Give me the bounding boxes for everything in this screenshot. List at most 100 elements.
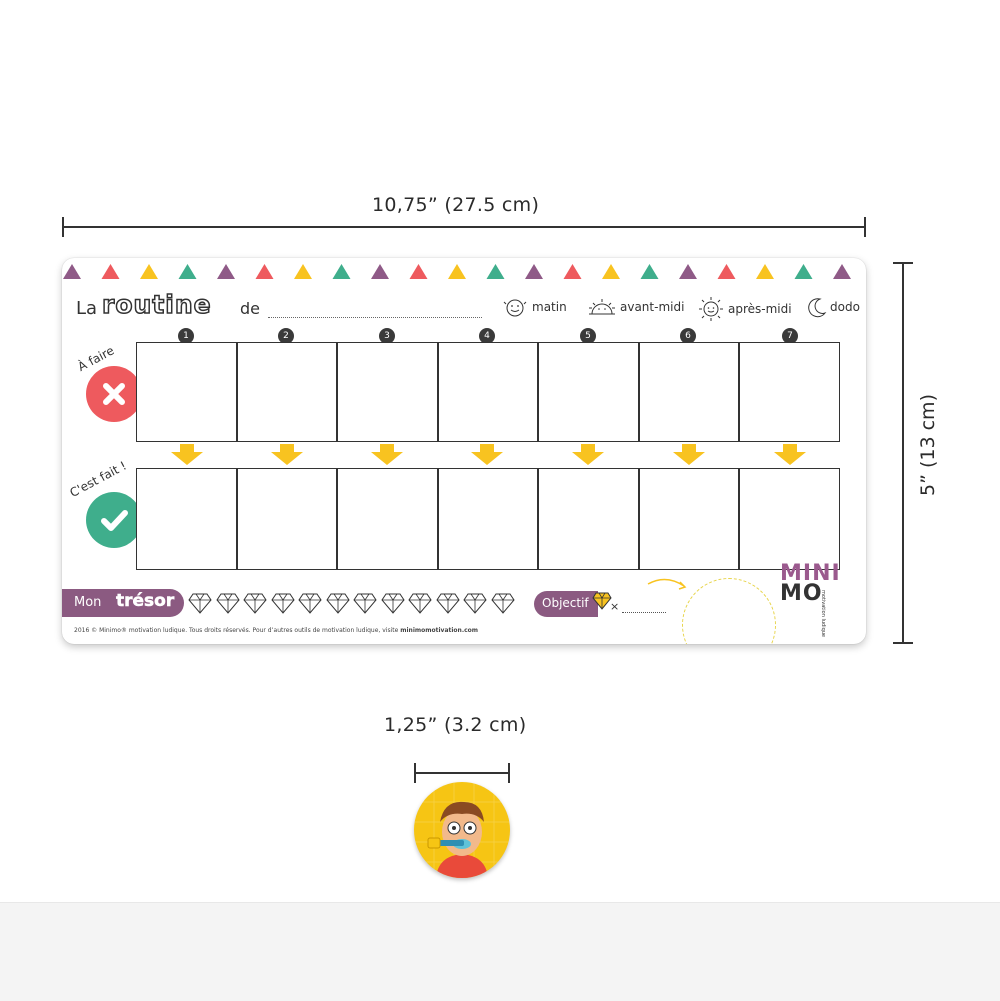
gem-outline-icon bbox=[490, 592, 515, 618]
down-arrow-icon bbox=[673, 444, 705, 465]
bunting-flag bbox=[756, 264, 774, 279]
down-arrow-icon bbox=[371, 444, 403, 465]
bunting-flag bbox=[794, 264, 813, 279]
tresor-main: trésor bbox=[116, 591, 175, 612]
bunting-flag bbox=[332, 264, 351, 279]
down-arrow-icon bbox=[471, 444, 503, 465]
gem-outline-icon bbox=[215, 592, 240, 618]
bunting-flag bbox=[409, 264, 428, 279]
cell-divider bbox=[336, 469, 338, 569]
cell-divider bbox=[738, 343, 740, 441]
todo-row bbox=[136, 342, 840, 442]
title-suffix: de bbox=[240, 299, 260, 318]
title-routine: routine bbox=[101, 289, 212, 320]
bunting-flag bbox=[563, 264, 582, 279]
footer-copyright: 2016 © Minimo® motivation ludique. Tous … bbox=[74, 627, 478, 634]
cell-divider bbox=[537, 343, 539, 441]
bunting-flag bbox=[640, 264, 659, 279]
todo-x-icon bbox=[86, 366, 142, 422]
done-check-icon bbox=[86, 492, 142, 548]
width-dimension-line bbox=[62, 217, 866, 237]
gem-outline-icon bbox=[380, 592, 405, 618]
title-prefix: La bbox=[76, 298, 98, 319]
gem-outline-icon bbox=[435, 592, 460, 618]
height-dimension-label: 5” (13 cm) bbox=[917, 394, 939, 496]
bunting-flag bbox=[63, 264, 81, 279]
cell-divider bbox=[437, 343, 439, 441]
rising-sun-icon bbox=[589, 299, 615, 315]
name-line bbox=[268, 317, 482, 318]
day-number: 6 bbox=[680, 328, 696, 344]
title-row: La routine de matin avant-midi après-mid… bbox=[76, 289, 860, 322]
tod-label: après-midi bbox=[728, 302, 792, 316]
gold-gem-icon bbox=[592, 592, 612, 610]
logo-top: MINI bbox=[780, 561, 841, 586]
bunting-flag bbox=[371, 264, 389, 279]
cell-divider bbox=[236, 469, 238, 569]
cell-divider bbox=[738, 469, 740, 569]
objectif-times: × bbox=[610, 600, 620, 613]
logo-bottom: MO bbox=[780, 581, 823, 606]
objectif-tag: Objectif bbox=[534, 591, 598, 617]
day-number: 4 bbox=[479, 328, 495, 344]
bunting-flag bbox=[833, 264, 851, 279]
height-dimension-line bbox=[893, 262, 913, 644]
day-number: 7 bbox=[782, 328, 798, 344]
bunting-flag bbox=[679, 264, 697, 279]
bunting-flag bbox=[140, 264, 158, 279]
bunting-flag bbox=[486, 264, 505, 279]
bunting-decoration bbox=[63, 264, 851, 279]
bunting-flag bbox=[101, 264, 120, 279]
cell-divider bbox=[236, 343, 238, 441]
magnet-dimension-label: 1,25” (3.2 cm) bbox=[384, 714, 527, 736]
bunting-flag bbox=[178, 264, 197, 279]
sun-icon bbox=[699, 297, 723, 321]
tod-apres-midi: après-midi bbox=[696, 296, 792, 322]
day-number: 2 bbox=[278, 328, 294, 344]
tod-label: dodo bbox=[830, 300, 860, 314]
day-number: 1 bbox=[178, 328, 194, 344]
bunting-flag bbox=[294, 264, 312, 279]
tod-label: matin bbox=[532, 300, 567, 314]
boy-brushing-teeth-magnet-icon bbox=[414, 782, 510, 878]
bunting-flag bbox=[602, 264, 620, 279]
cell-divider bbox=[638, 343, 640, 441]
objectif-label: Objectif bbox=[542, 596, 589, 610]
moon-icon bbox=[808, 298, 827, 318]
bunting-flag bbox=[255, 264, 274, 279]
gem-outline-icon bbox=[188, 592, 212, 618]
cell-divider bbox=[537, 469, 539, 569]
gem-outline-icon bbox=[325, 592, 350, 618]
cell-divider bbox=[638, 469, 640, 569]
tresor-prefix: Mon bbox=[74, 595, 102, 610]
down-arrow-icon bbox=[271, 444, 303, 465]
logo-sub: motivation ludique bbox=[820, 590, 826, 638]
footer-link: minimomotivation.com bbox=[400, 627, 479, 634]
gem-outline-icon bbox=[298, 592, 322, 618]
width-dimension-label: 10,75” (27.5 cm) bbox=[372, 194, 540, 216]
gem-outline-icon bbox=[463, 592, 487, 618]
tod-dodo: dodo bbox=[806, 296, 860, 318]
tod-label: avant-midi bbox=[620, 300, 685, 314]
gem-outline-icon bbox=[270, 592, 295, 618]
bottom-band bbox=[0, 902, 1000, 1001]
tod-matin: matin bbox=[500, 296, 567, 318]
gem-outline-icon bbox=[353, 592, 377, 618]
minimo-logo: MINI MO motivation ludique bbox=[780, 561, 844, 638]
tresor-tag: Mon trésor bbox=[62, 589, 184, 617]
down-arrow-icon bbox=[572, 444, 604, 465]
down-arrow-icon bbox=[774, 444, 806, 465]
bunting-flag bbox=[525, 264, 543, 279]
smile-icon bbox=[503, 299, 527, 317]
curved-arrow-icon bbox=[647, 578, 687, 590]
reward-circle bbox=[682, 578, 776, 644]
objectif-line bbox=[622, 612, 666, 613]
gem-outline-icon bbox=[408, 592, 432, 618]
cell-divider bbox=[336, 343, 338, 441]
down-arrow-icon bbox=[171, 444, 203, 465]
cell-divider bbox=[437, 469, 439, 569]
magnet-dimension-line bbox=[414, 763, 510, 783]
tod-avant-midi: avant-midi bbox=[586, 296, 684, 318]
gem-outline-icon bbox=[243, 592, 267, 618]
done-row bbox=[136, 468, 840, 570]
